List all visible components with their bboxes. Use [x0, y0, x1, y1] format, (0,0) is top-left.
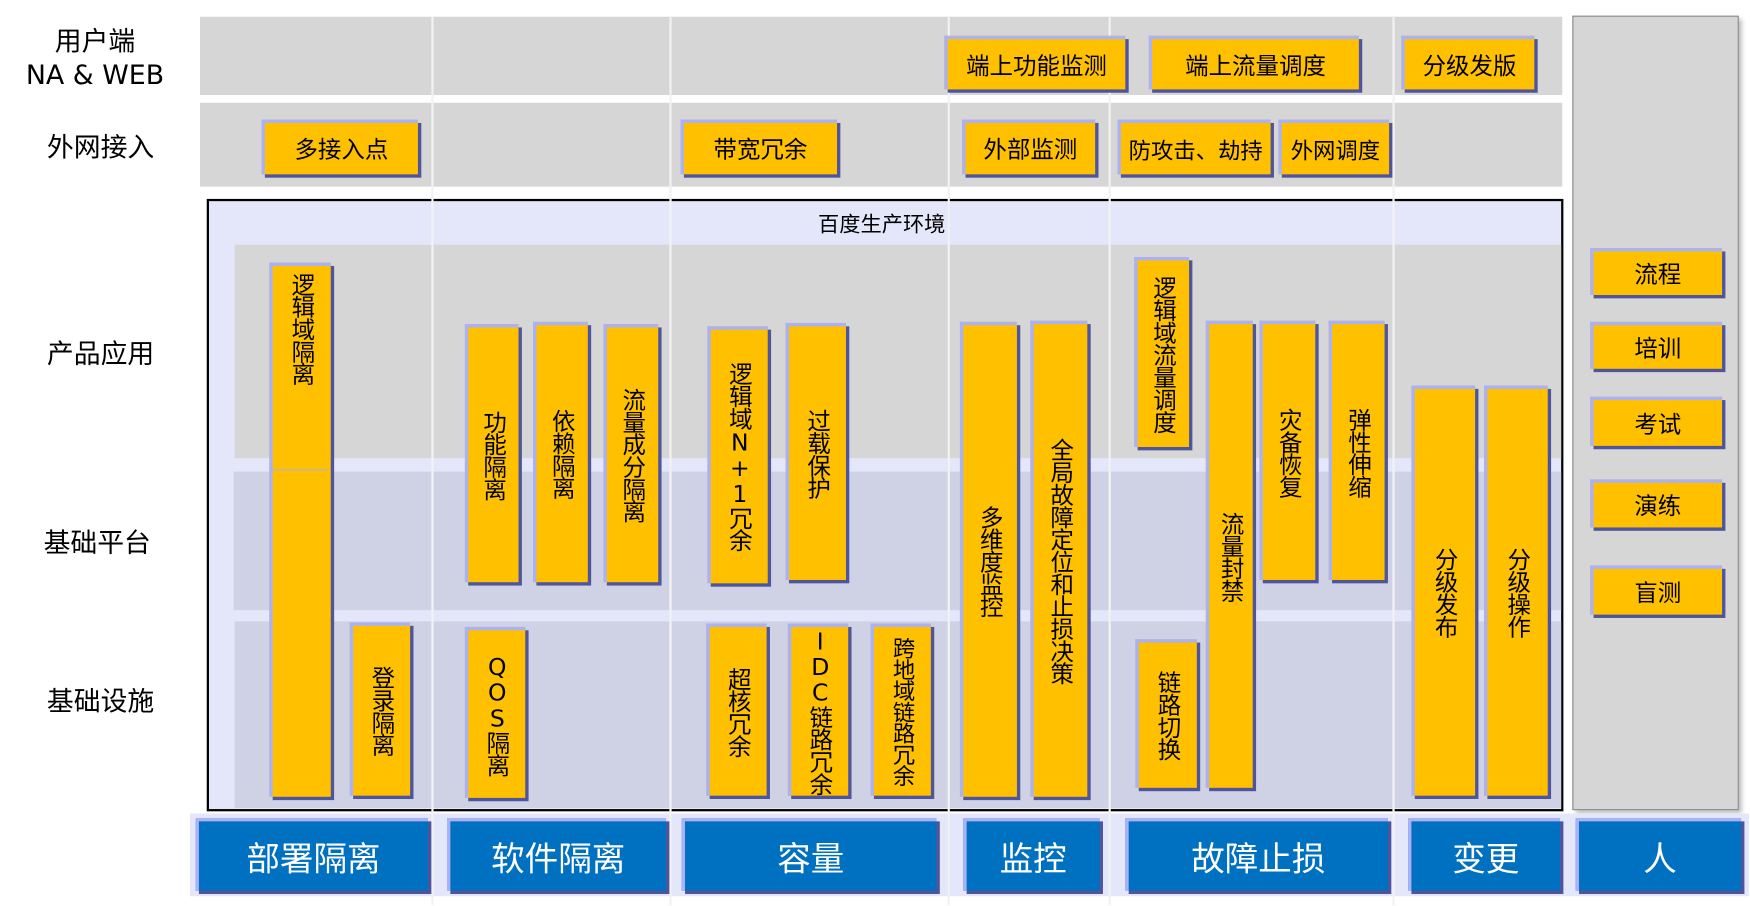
- box-traffic-isolation: 流量成分隔离: [603, 324, 659, 583]
- box-client-function-monitor: 端上功能监测: [944, 35, 1126, 90]
- category-software-isolation: 软件隔离: [446, 818, 667, 891]
- box-exam: 考试: [1590, 396, 1723, 446]
- box-blind-test: 盲测: [1590, 565, 1723, 615]
- box-elastic-scaling: 弹性伸缩: [1328, 320, 1385, 580]
- category-deploy-isolation: 部署隔离: [195, 818, 429, 891]
- box-logic-domain-traffic: 逻辑域流量调度: [1134, 257, 1190, 447]
- box-divider: [271, 469, 329, 471]
- box-overload-protection: 过载保护: [785, 322, 846, 580]
- category-people: 人: [1575, 818, 1742, 891]
- box-drill: 演练: [1590, 479, 1723, 528]
- box-process: 流程: [1590, 248, 1723, 296]
- box-idc-link-redundancy: IDC链路冗余: [787, 623, 849, 796]
- box-core-redundancy: 超核冗余: [706, 623, 767, 796]
- environment-title: 百度生产环境: [818, 212, 946, 237]
- box-login-isolation: 登录隔离: [349, 622, 411, 796]
- box-qos-isolation: QOS隔离: [464, 626, 526, 798]
- box-dependency-isolation: 依赖隔离: [533, 321, 588, 583]
- box-bandwidth-redundancy: 带宽冗余: [680, 119, 838, 175]
- box-cross-region-redundancy: 跨地域链路冗余: [870, 623, 931, 796]
- box-multi-access: 多接入点: [261, 119, 418, 175]
- box-traffic-ban: 流量封禁: [1205, 320, 1253, 788]
- column-divider: [669, 15, 672, 906]
- column-divider: [431, 15, 434, 906]
- row-label-infra: 基础设施: [46, 686, 155, 718]
- column-divider: [1108, 15, 1111, 906]
- box-n-plus-1: 逻辑域N+1冗余: [707, 326, 768, 584]
- box-link-switch: 链路切换: [1135, 639, 1197, 788]
- box-external-monitor: 外部监测: [962, 119, 1096, 175]
- category-capacity: 容量: [681, 818, 937, 891]
- category-fault-stop: 故障止损: [1125, 818, 1388, 891]
- box-logic-domain-isolation: 逻辑域隔离: [269, 262, 331, 797]
- box-staged-release-app: 分级发版: [1401, 35, 1535, 90]
- box-staged-release: 分级发布: [1411, 385, 1476, 796]
- box-disaster-recovery: 灾备恢复: [1259, 320, 1316, 580]
- row-label-client-line1: 用户端: [54, 25, 136, 57]
- box-client-traffic-schedule: 端上流量调度: [1148, 35, 1359, 90]
- box-function-isolation: 功能隔离: [464, 324, 519, 583]
- row-label-platform: 基础平台: [43, 527, 151, 559]
- box-multi-dim-monitor: 多维度监控: [959, 321, 1017, 797]
- row-label-external: 外网接入: [46, 131, 155, 164]
- row-label-client-line2: NA & WEB: [25, 59, 165, 91]
- category-monitoring: 监控: [963, 818, 1100, 891]
- row-label-client: 用户端 NA & WEB: [0, 25, 190, 92]
- box-global-fault-decision: 全局故障定位和止损决策: [1030, 320, 1088, 797]
- box-training: 培训: [1590, 321, 1723, 369]
- box-external-schedule: 外网调度: [1278, 119, 1390, 175]
- box-staged-operation: 分级操作: [1484, 385, 1548, 796]
- box-anti-attack: 防攻击、劫持: [1117, 119, 1271, 175]
- category-change: 变更: [1408, 818, 1561, 891]
- column-divider: [1392, 15, 1395, 906]
- row-label-product: 产品应用: [46, 338, 155, 370]
- column-divider: [947, 15, 950, 906]
